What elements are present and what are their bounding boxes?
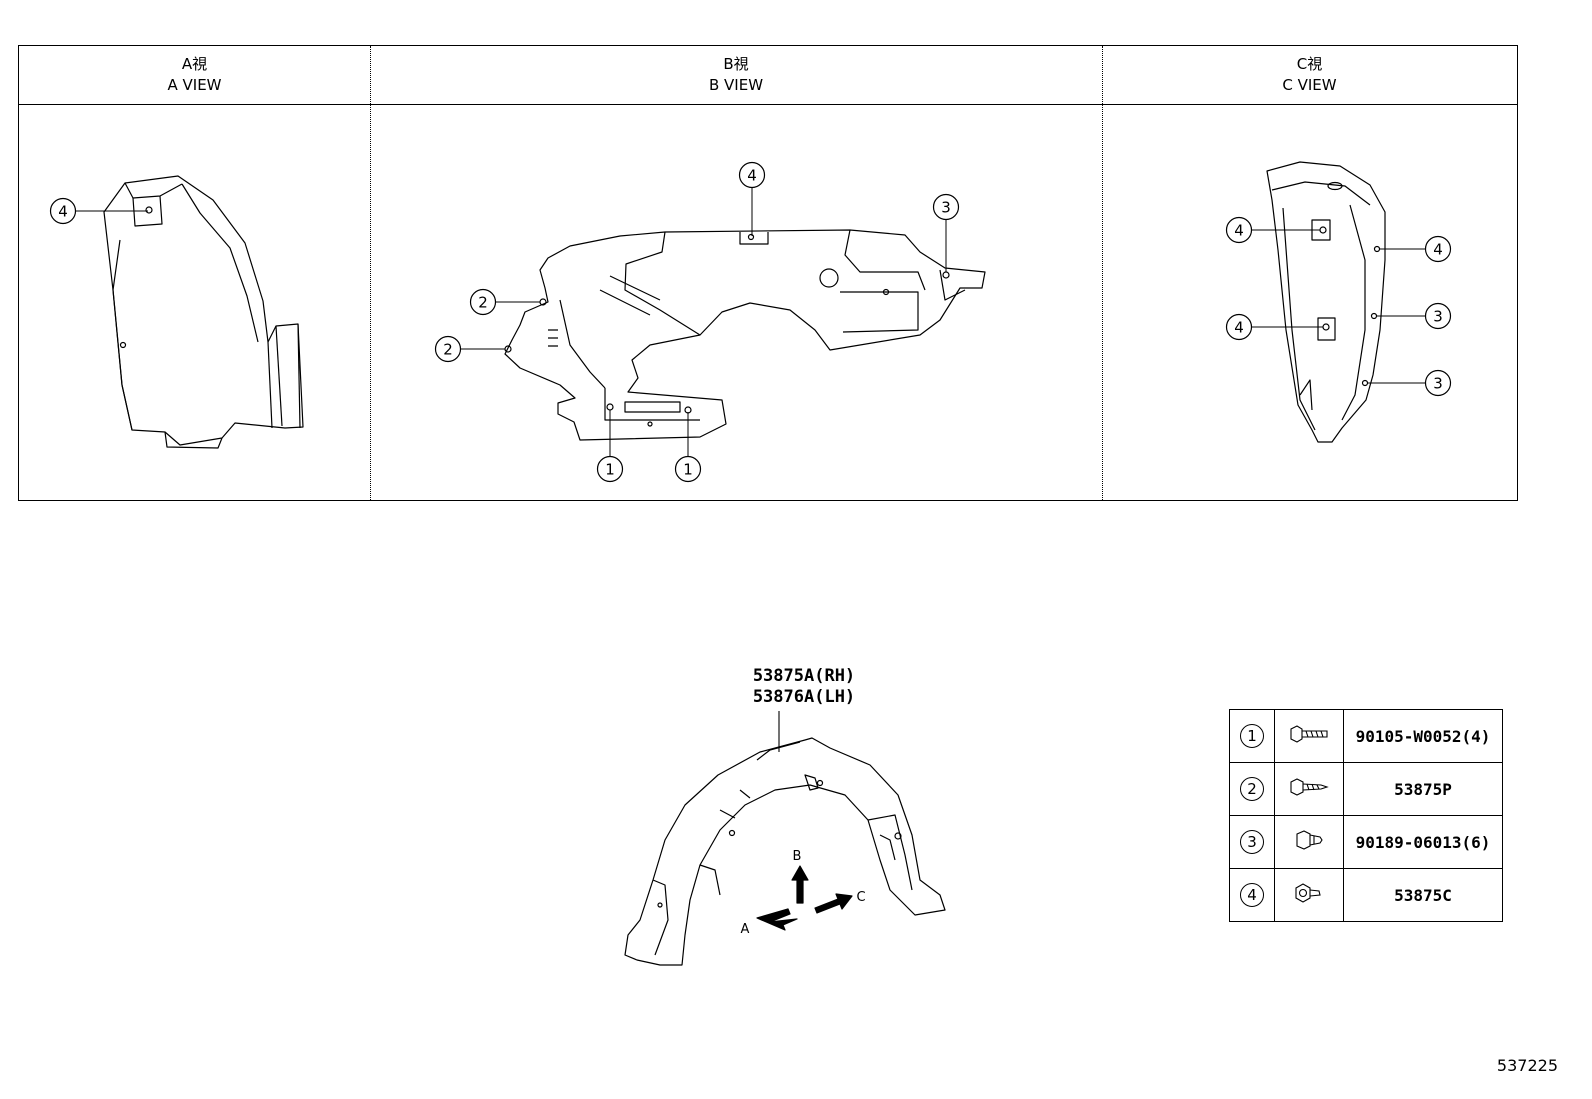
svg-text:3: 3 <box>1433 375 1443 393</box>
svg-text:3: 3 <box>941 199 951 217</box>
legend-number: 4 <box>1240 883 1264 907</box>
legend-row: 1 90105-W0052(4) <box>1229 709 1503 763</box>
b-view-liner-drawing <box>504 229 986 441</box>
svg-text:1: 1 <box>683 461 693 479</box>
arrow-a-icon <box>756 908 798 931</box>
callout-a-4: 4 <box>49 197 77 225</box>
view-title-en: B VIEW <box>708 76 764 94</box>
legend-row: 3 90189-06013(6) <box>1229 815 1503 869</box>
c-view-liner-drawing <box>1266 161 1386 443</box>
legend-number: 2 <box>1240 777 1264 801</box>
nut-icon <box>1295 883 1321 903</box>
arrow-a-label: A <box>741 922 750 937</box>
callout-b-2-upper: 2 <box>469 288 497 316</box>
legend-part-number: 90189-06013(6) <box>1343 815 1503 869</box>
callout-b-1-left: 1 <box>596 455 624 483</box>
arrow-b-label: B <box>793 849 802 864</box>
view-title-jp: B視 <box>723 55 749 73</box>
callout-c-4-lower-left: 4 <box>1225 313 1253 341</box>
svg-text:4: 4 <box>1234 222 1244 240</box>
legend-row: 2 53875P <box>1229 762 1503 816</box>
callout-b-1-right: 1 <box>674 455 702 483</box>
legend-part-number: 90105-W0052(4) <box>1343 709 1503 763</box>
svg-text:1: 1 <box>605 461 615 479</box>
main-part-label: 53875A(RH) 53876A(LH) <box>724 666 884 708</box>
view-title-jp: A視 <box>181 55 208 73</box>
legend-row: 4 53875C <box>1229 868 1503 922</box>
svg-text:4: 4 <box>1234 319 1244 337</box>
callout-c-3-lower: 3 <box>1424 369 1452 397</box>
part-number-lh: 53876A(LH) <box>752 687 856 707</box>
view-title-jp: C視 <box>1296 55 1323 73</box>
diagram-id: 537225 <box>1496 1056 1558 1075</box>
callout-leaders <box>76 188 1425 456</box>
legend-part-number: 53875P <box>1343 762 1503 816</box>
svg-text:4: 4 <box>747 167 757 185</box>
fastener-legend: 1 90105-W0052(4) 2 53875P 3 <box>1229 709 1503 922</box>
callout-b-4: 4 <box>738 161 766 189</box>
view-header-c: C視 C VIEW <box>1102 54 1517 96</box>
svg-text:2: 2 <box>478 294 488 312</box>
view-title-en: A VIEW <box>167 76 222 94</box>
view-divider-2 <box>1102 46 1103 500</box>
svg-text:4: 4 <box>1433 241 1443 259</box>
screw-icon <box>1290 778 1329 796</box>
svg-text:4: 4 <box>58 203 68 221</box>
callout-b-3: 3 <box>932 193 960 221</box>
legend-part-number: 53875C <box>1343 868 1503 922</box>
svg-text:2: 2 <box>443 341 453 359</box>
callout-c-3-upper: 3 <box>1424 302 1452 330</box>
view-header-a: A視 A VIEW <box>19 54 370 96</box>
header-separator <box>19 104 1517 105</box>
callout-c-4-right: 4 <box>1424 235 1452 263</box>
main-liner-drawing <box>624 711 946 966</box>
arrow-b-icon <box>791 865 809 904</box>
clip-icon <box>1296 830 1323 850</box>
direction-arrows <box>756 865 853 931</box>
callout-b-2-lower: 2 <box>434 335 462 363</box>
svg-text:3: 3 <box>1433 308 1443 326</box>
view-divider-1 <box>370 46 371 500</box>
view-title-en: C VIEW <box>1282 76 1337 94</box>
a-view-liner-drawing <box>103 175 304 449</box>
bolt-icon <box>1290 725 1328 743</box>
view-frame: A視 A VIEW B視 B VIEW C視 C VIEW <box>18 45 1518 501</box>
legend-number: 3 <box>1240 830 1264 854</box>
arrow-c-label: C <box>856 890 865 905</box>
callout-c-4-upper-left: 4 <box>1225 216 1253 244</box>
arrow-c-icon <box>814 893 853 914</box>
view-header-b: B視 B VIEW <box>370 54 1102 96</box>
legend-number: 1 <box>1240 724 1264 748</box>
part-number-rh: 53875A(RH) <box>752 666 856 686</box>
